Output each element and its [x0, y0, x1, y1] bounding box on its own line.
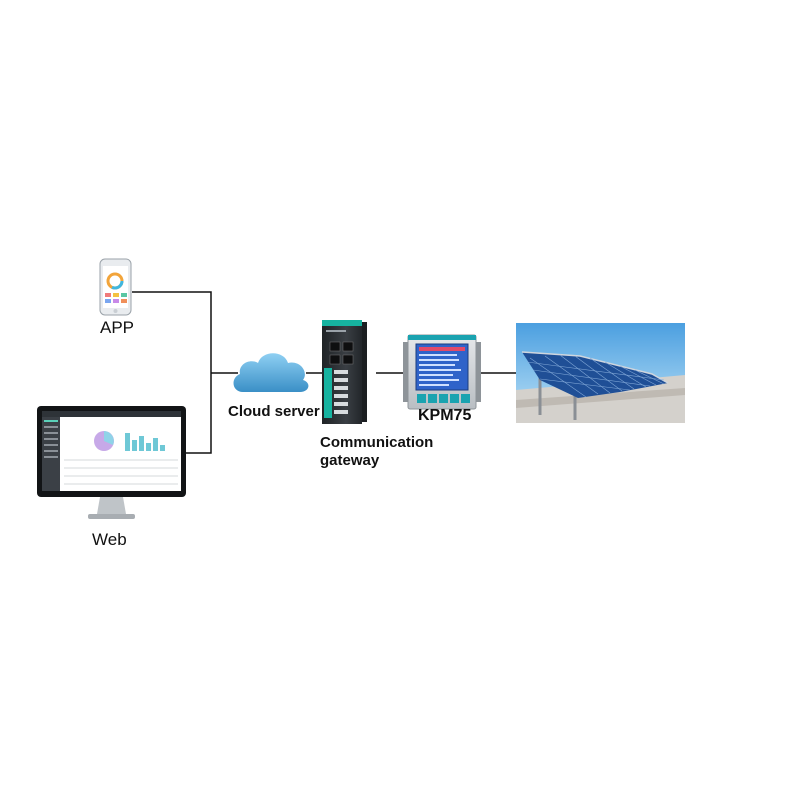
app-label: APP: [100, 318, 135, 337]
desktop-monitor-icon: [37, 406, 186, 519]
web-label: Web: [92, 530, 127, 549]
connector-lines: [132, 291, 516, 454]
communication-gateway-label: Communication gateway: [320, 434, 433, 470]
cloud-server-label: Cloud server: [228, 403, 320, 420]
gateway-label-line2: gateway: [320, 452, 380, 469]
kpm75-label: KPM75: [418, 407, 472, 424]
smartphone-icon: [99, 258, 132, 316]
cloud-icon: [233, 353, 309, 392]
gateway-device-icon: [322, 320, 367, 424]
solar-panel-array-icon: [516, 323, 685, 423]
power-meter-icon: [403, 334, 481, 410]
gateway-label-line1: Communication: [320, 434, 434, 451]
